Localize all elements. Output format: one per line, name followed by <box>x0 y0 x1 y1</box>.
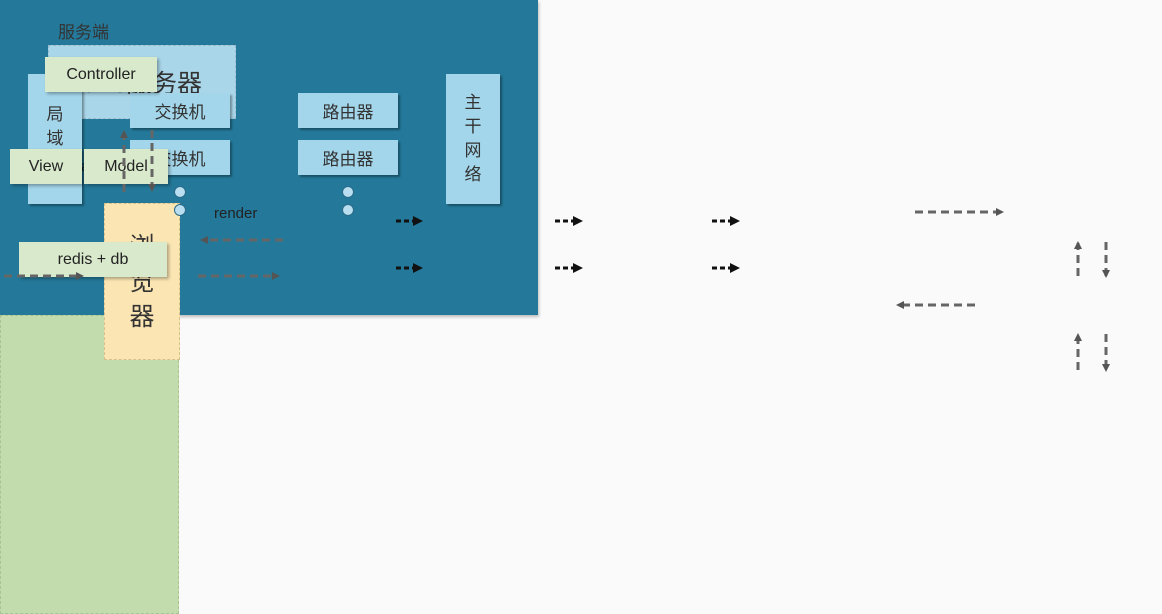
view-label: View <box>28 157 64 175</box>
ellipsis-dot <box>174 186 186 198</box>
ellipsis-dot <box>342 186 354 198</box>
redis-db-label: redis + db <box>57 250 129 268</box>
controller-label: Controller <box>66 65 136 83</box>
switch-label: 交换机 <box>154 103 206 123</box>
lan-char: 局 <box>46 105 64 125</box>
switch-box-1: 交换机 <box>130 93 230 128</box>
ellipsis-dot <box>342 204 354 216</box>
backbone-char: 干 <box>464 117 482 137</box>
redis-db-box: redis + db <box>19 242 167 277</box>
model-label: Model <box>104 157 148 175</box>
model-box: Model <box>84 149 168 184</box>
view-box: View <box>10 149 82 184</box>
controller-box: Controller <box>45 57 157 92</box>
server-title: 服务端 <box>58 23 109 43</box>
backbone-char: 网 <box>464 141 482 161</box>
render-label: render <box>214 205 258 222</box>
ellipsis-dot <box>174 204 186 216</box>
lan-char: 域 <box>46 129 64 149</box>
router-box-2: 路由器 <box>298 140 398 175</box>
router-box-1: 路由器 <box>298 93 398 128</box>
backbone-box: 主 干 网 络 <box>446 74 500 204</box>
browser-char: 器 <box>129 302 155 331</box>
backbone-char: 主 <box>464 93 482 113</box>
router-label: 路由器 <box>322 150 374 170</box>
backbone-char: 络 <box>464 165 482 185</box>
arrows-layer <box>4 130 1110 372</box>
router-label: 路由器 <box>322 103 374 123</box>
